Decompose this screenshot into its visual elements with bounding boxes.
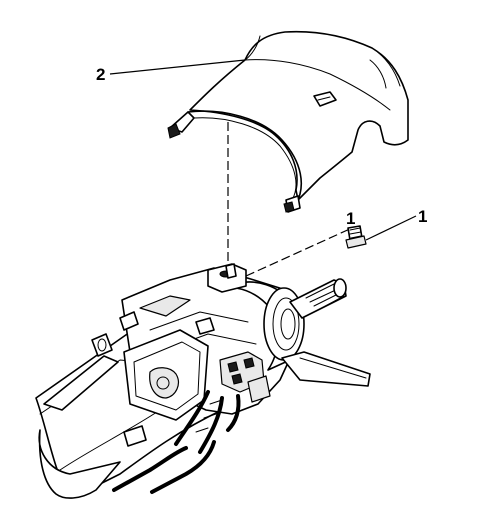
- screw: [345, 225, 367, 249]
- callout-label-screw-2: 1: [418, 207, 427, 226]
- leader-line-shroud: [109, 59, 246, 75]
- callout-label-shroud: 2: [96, 65, 105, 84]
- callout-label-screw-1: 1: [346, 209, 355, 228]
- steering-column-assembly: [35, 263, 371, 499]
- upper-shroud: [167, 30, 409, 213]
- leader-line-screw: [365, 215, 417, 241]
- alignment-line-diagonal: [245, 227, 353, 277]
